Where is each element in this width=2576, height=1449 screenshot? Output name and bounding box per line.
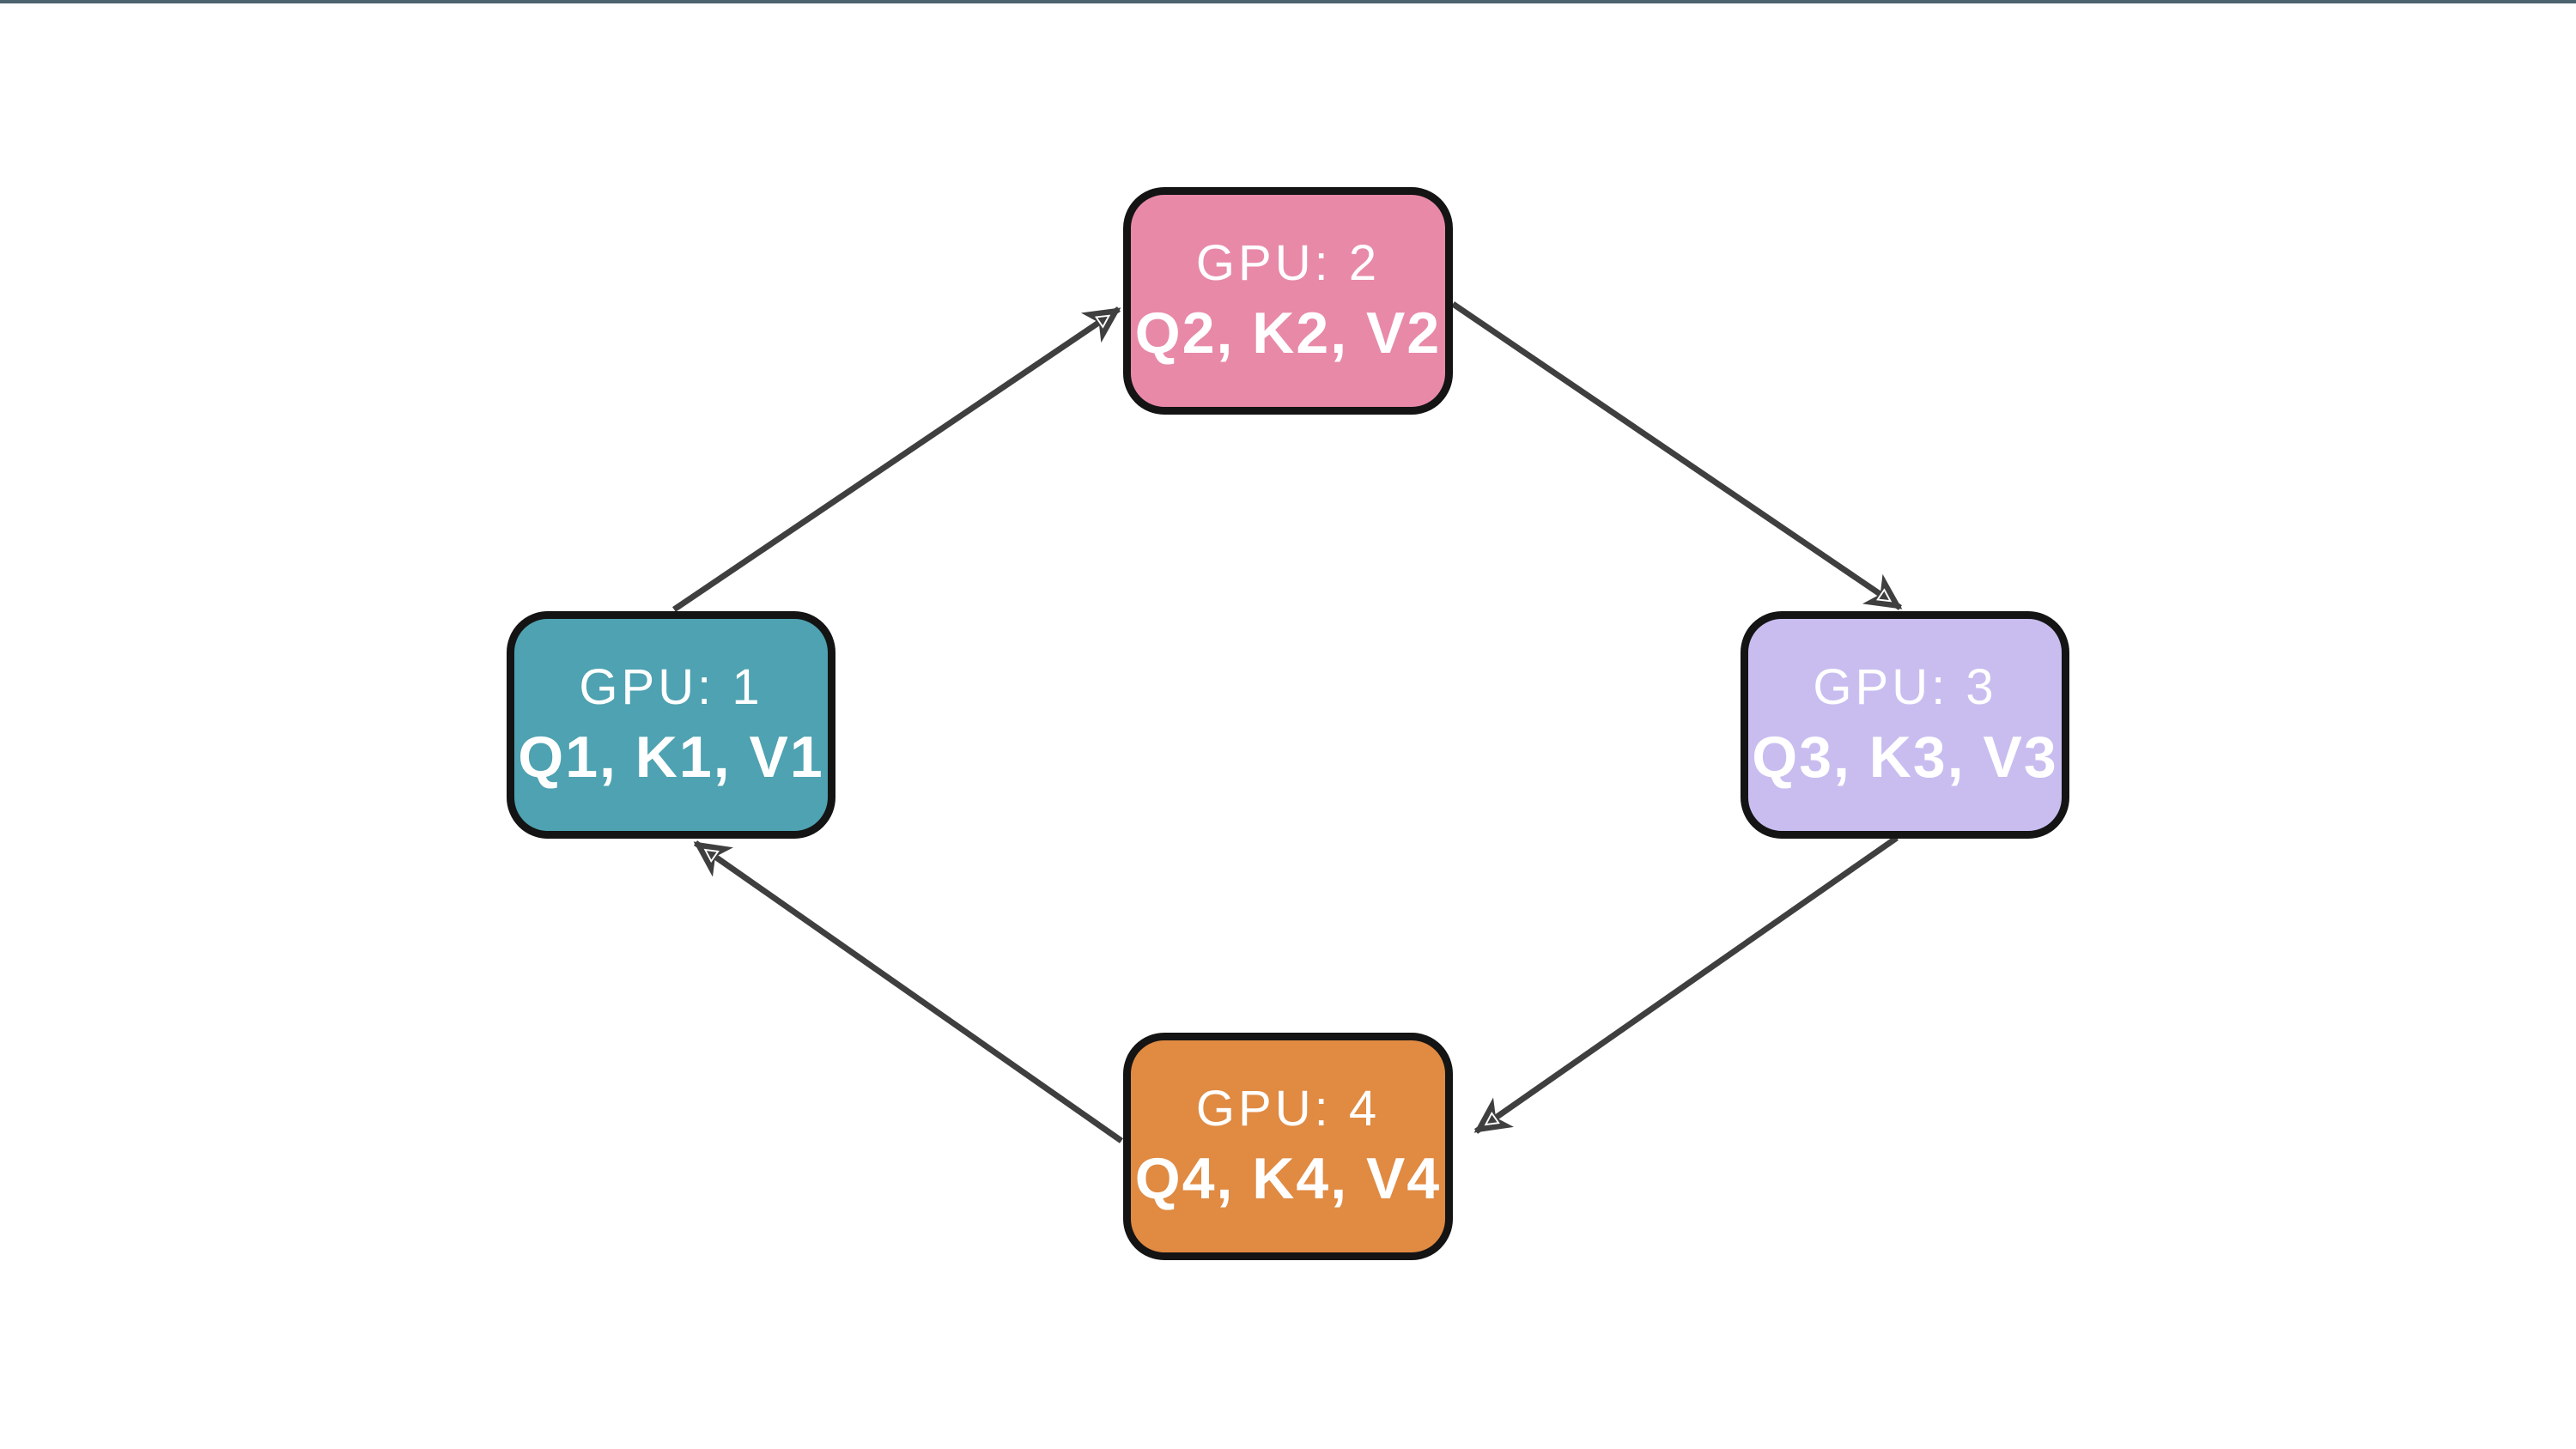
gpu-node-1-title: GPU: 1 <box>579 659 763 716</box>
gpu-node-2-shards: Q2, K2, V2 <box>1134 300 1442 366</box>
gpu-node-2: GPU: 2 Q2, K2, V2 <box>1123 187 1453 415</box>
gpu-node-3-title: GPU: 3 <box>1813 659 1997 716</box>
gpu-node-2-title: GPU: 2 <box>1195 235 1381 292</box>
top-accent-bar <box>0 0 2576 3</box>
gpu-node-3-shards: Q3, K3, V3 <box>1752 724 2058 790</box>
arrow-gpu3-to-gpu4 <box>1473 835 1899 1134</box>
gpu-node-1: GPU: 1 Q1, K1, V1 <box>507 611 835 839</box>
gpu-node-4-title: GPU: 4 <box>1195 1081 1381 1137</box>
gpu-node-4: GPU: 4 Q4, K4, V4 <box>1123 1033 1453 1260</box>
arrow-gpu4-to-gpu1 <box>693 840 1124 1143</box>
gpu-node-1-shards: Q1, K1, V1 <box>518 724 824 790</box>
gpu-node-3: GPU: 3 Q3, K3, V3 <box>1741 611 2069 839</box>
arrow-gpu2-to-gpu3 <box>1451 301 1903 610</box>
arrow-gpu1-to-gpu2 <box>672 306 1121 612</box>
gpu-node-4-shards: Q4, K4, V4 <box>1134 1145 1442 1211</box>
